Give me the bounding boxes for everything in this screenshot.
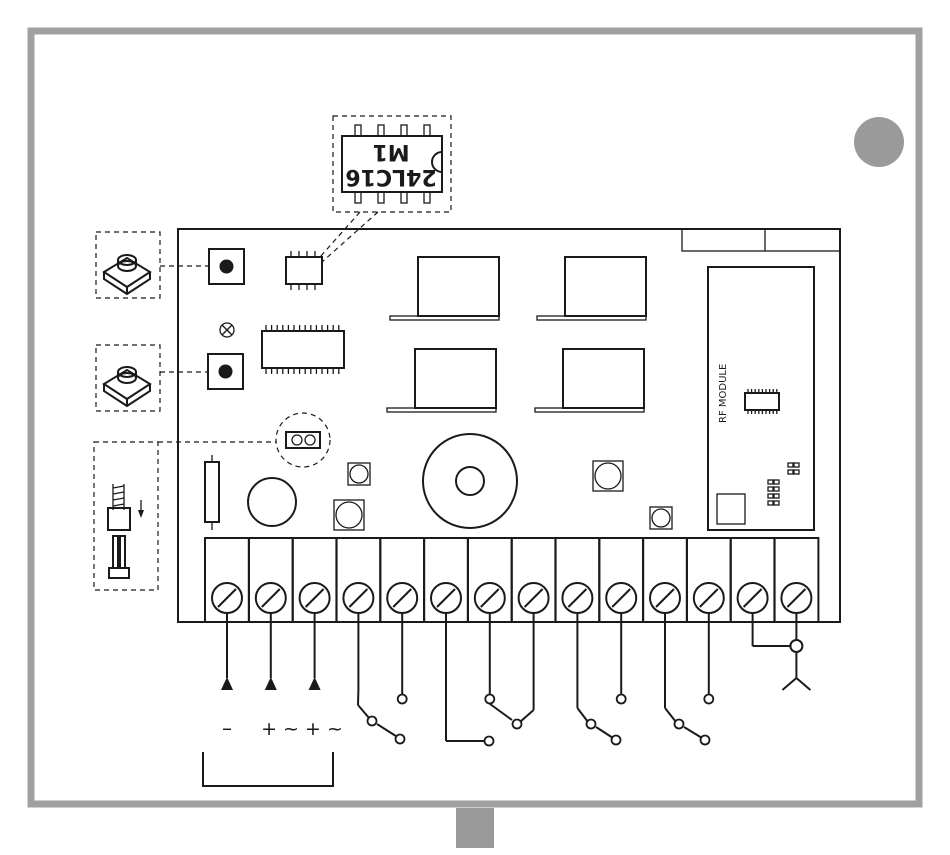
power-bracket: [203, 752, 333, 786]
terminal-screw-13[interactable]: [731, 538, 775, 622]
terminal-screw-3[interactable]: [293, 538, 337, 622]
mounting-marker-icon: [854, 117, 904, 167]
terminal-screw-14[interactable]: [774, 538, 818, 622]
power-minus-label: –: [222, 716, 232, 740]
eeprom-label: M1: [372, 139, 409, 164]
cable-entry-marker-icon: [456, 808, 494, 848]
transistor-3: [593, 461, 623, 491]
relay-4: [535, 349, 644, 412]
eeprom-callout: 24LC16 M1: [333, 116, 451, 212]
microcontroller-chip: [262, 325, 344, 374]
capacitor: [248, 478, 296, 526]
relay-2: [537, 257, 646, 320]
terminal-screw-1[interactable]: [205, 538, 249, 622]
rf-module-label: RF MODULE: [718, 364, 729, 423]
terminal-screw-9[interactable]: [555, 538, 599, 622]
relay-1: [390, 257, 499, 320]
buzzer: [423, 434, 517, 528]
jumper-on-board[interactable]: [286, 432, 320, 448]
learn-button-2[interactable]: [208, 354, 243, 389]
push-button-1-icon[interactable]: [96, 232, 160, 298]
terminal-screw-4[interactable]: [336, 538, 380, 622]
transistor-1: [348, 463, 370, 485]
fuse-component: [205, 455, 219, 530]
terminal-screw-2[interactable]: [249, 538, 293, 622]
transistor-2: [334, 500, 364, 530]
eeprom-part-number: 24LC16: [345, 164, 436, 189]
jumper-icon[interactable]: [94, 442, 158, 590]
rf-module: RF MODULE: [708, 267, 814, 530]
terminal-screw-5[interactable]: [380, 538, 424, 622]
terminal-screw-11[interactable]: [643, 538, 687, 622]
terminal-screw-10[interactable]: [599, 538, 643, 622]
pcb-board: [178, 229, 840, 622]
terminal-screw-6[interactable]: [424, 538, 468, 622]
terminal-screw-7[interactable]: [468, 538, 512, 622]
transistor-4: [650, 507, 672, 529]
terminal-screw-8[interactable]: [512, 538, 556, 622]
terminal-block: [205, 538, 818, 622]
terminal-screw-12[interactable]: [687, 538, 731, 622]
eeprom-chip-on-board: [286, 251, 322, 290]
power-plus-ac-label: + ~ + ~: [261, 718, 343, 740]
learn-button-1[interactable]: [209, 249, 244, 284]
push-button-2-icon[interactable]: [96, 345, 160, 411]
relay-3: [387, 349, 496, 412]
led-icon: [220, 323, 234, 337]
